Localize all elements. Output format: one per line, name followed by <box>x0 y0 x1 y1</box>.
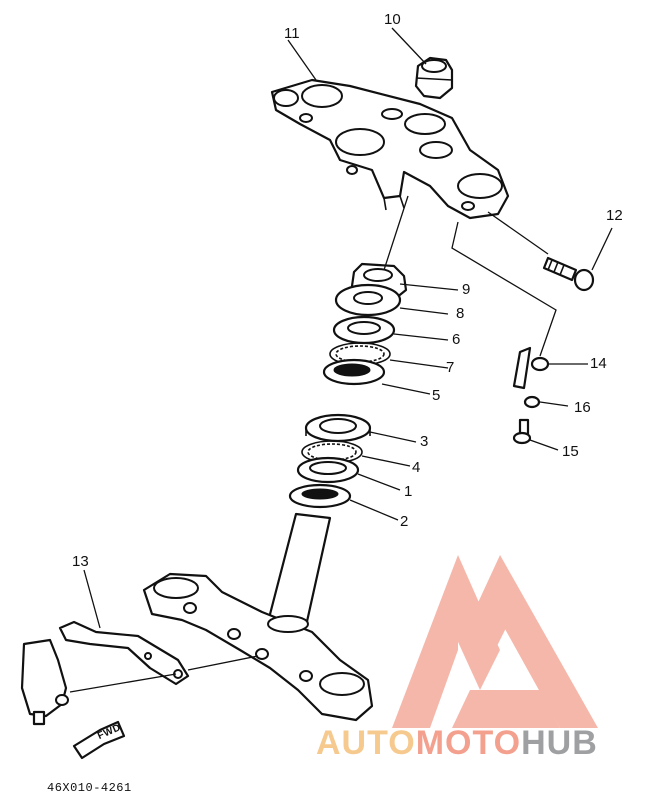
spring-washer <box>523 395 541 409</box>
callout-1: 1 <box>404 483 413 500</box>
leader-lines <box>83 27 613 629</box>
washer <box>334 283 402 317</box>
watermark-auto: AUTO <box>316 724 416 762</box>
callout-8: 8 <box>456 305 465 322</box>
callout-5: 5 <box>432 387 441 404</box>
upper-bracket <box>270 78 510 220</box>
callout-11: 11 <box>284 25 300 42</box>
watermark-hub: HUB <box>521 724 598 762</box>
upper-race <box>332 315 396 345</box>
watermark-moto: MOTO <box>415 724 522 762</box>
callout-9: 9 <box>462 281 471 298</box>
callout-15: 15 <box>562 443 579 460</box>
hose-clamp <box>512 346 550 390</box>
callout-4: 4 <box>412 459 421 476</box>
lower-race <box>296 456 360 484</box>
callout-14: 14 <box>590 355 607 372</box>
callout-10: 10 <box>384 11 401 28</box>
clamp-screw <box>512 418 532 445</box>
callout-6: 6 <box>452 331 461 348</box>
forward-arrow <box>72 720 126 760</box>
pinch-bolt <box>542 256 595 292</box>
callout-2: 2 <box>400 513 409 530</box>
callout-16: 16 <box>574 399 591 416</box>
cap-nut <box>414 56 454 100</box>
callout-12: 12 <box>606 207 623 224</box>
diagram-code: 46X010-4261 <box>47 781 132 795</box>
under-bracket <box>142 512 374 722</box>
watermark-text: AUTOMOTOHUB <box>316 726 598 760</box>
hose-joint <box>20 638 69 726</box>
upper-bearing-race <box>322 358 386 386</box>
dust-seal <box>288 483 352 509</box>
callout-7: 7 <box>446 359 455 376</box>
assembly-lines <box>69 195 557 693</box>
watermark-logo <box>392 555 598 728</box>
callout-3: 3 <box>420 433 429 450</box>
lower-race-top <box>304 413 372 443</box>
callout-13: 13 <box>72 553 89 570</box>
